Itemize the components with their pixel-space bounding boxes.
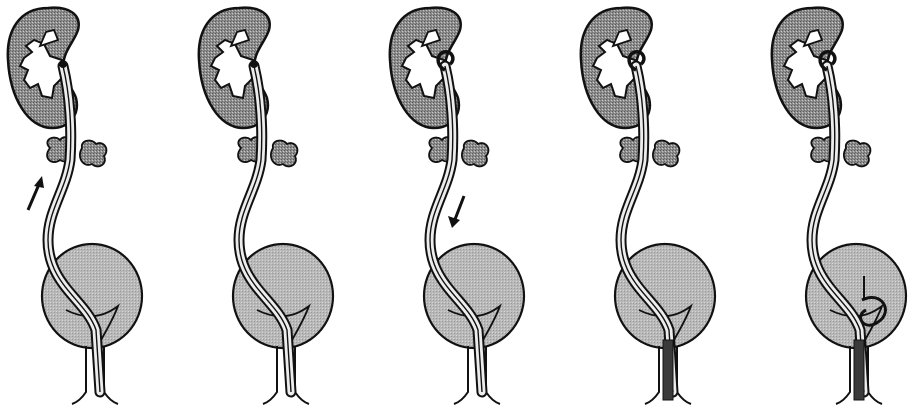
panel-step-3 — [390, 8, 524, 404]
urethra-right-wall — [486, 346, 500, 404]
stent-tip-renal — [250, 60, 258, 68]
arrow-down-head — [448, 216, 460, 228]
panel-step-4 — [581, 8, 715, 404]
urethra-left-wall — [263, 346, 277, 404]
urethra-left-wall — [72, 346, 86, 404]
arrow-down-icon — [454, 196, 464, 222]
iliac-vessel-right — [844, 141, 871, 167]
urethra-left-wall — [454, 346, 468, 404]
iliac-vessel-right — [80, 141, 107, 167]
iliac-vessel-right — [271, 141, 298, 167]
arrow-up-head — [34, 176, 44, 188]
panel-step-1 — [8, 8, 142, 404]
pusher-catheter — [663, 340, 673, 400]
urethra-left-wall — [836, 346, 850, 404]
panel-step-5 — [772, 8, 906, 404]
urethra-left-wall — [645, 346, 659, 404]
stent-tip-renal — [59, 60, 67, 68]
panel-step-2 — [199, 8, 333, 404]
urethra-right-wall — [104, 346, 118, 404]
pusher-catheter — [854, 340, 864, 400]
iliac-vessel-right — [462, 141, 489, 167]
urethra-right-wall — [677, 346, 691, 404]
iliac-vessel-right — [653, 141, 680, 167]
urethra-right-wall — [868, 346, 882, 404]
urethra-right-wall — [295, 346, 309, 404]
